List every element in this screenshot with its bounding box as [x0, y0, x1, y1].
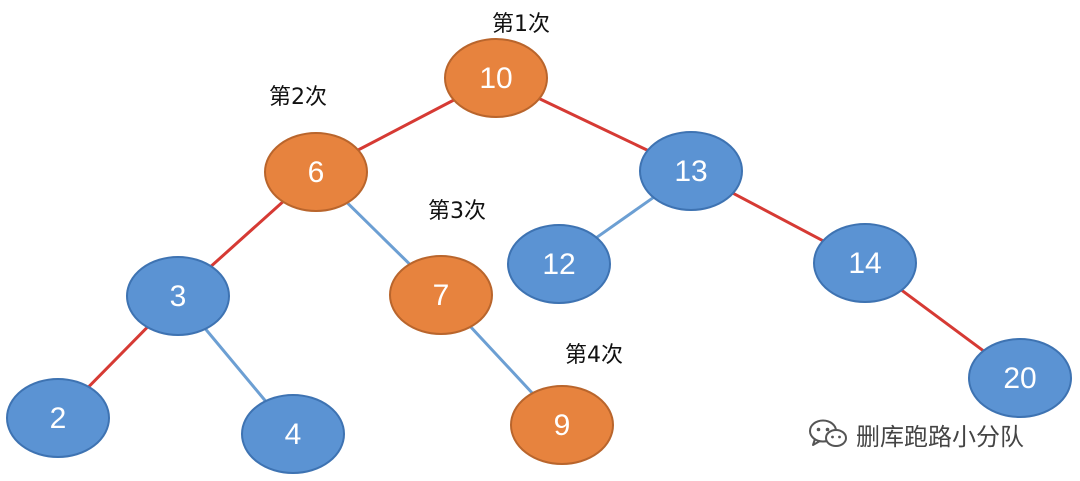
wechat-icon [809, 419, 847, 447]
node-label: 14 [848, 247, 881, 280]
edge-n6-n7 [345, 201, 412, 266]
node-circle [389, 255, 493, 335]
edge-n10-n6 [356, 98, 456, 152]
node-label: 12 [542, 248, 575, 281]
tree-node-7: 7 [389, 255, 493, 335]
node-circle [6, 378, 110, 458]
node-circle [639, 131, 743, 211]
edge-n14-n20 [900, 288, 985, 353]
node-circle [510, 385, 614, 465]
node-label: 4 [285, 418, 302, 451]
edges-layer [87, 97, 985, 403]
node-label: 13 [674, 155, 707, 188]
node-label: 20 [1003, 362, 1036, 395]
node-label: 10 [479, 62, 512, 95]
node-label: 3 [170, 280, 187, 313]
edge-n3-n4 [203, 327, 268, 403]
edge-n10-n13 [537, 97, 650, 152]
node-circle [444, 38, 548, 118]
watermark: 删库跑路小分队 [808, 418, 1024, 451]
tree-node-2: 2 [6, 378, 110, 458]
edge-n6-n3 [209, 200, 285, 268]
node-circle [507, 224, 611, 304]
edge-n13-n14 [731, 191, 825, 243]
node-circle [264, 132, 368, 212]
nodes-layer: 10 6 13 3 7 12 14 2 4 9 20 [6, 38, 1072, 474]
step-label-4: 第4次 [565, 343, 623, 368]
tree-node-14: 14 [813, 223, 917, 303]
watermark-text: 删库跑路小分队 [856, 422, 1024, 451]
tree-node-20: 20 [968, 338, 1072, 418]
node-label: 7 [433, 279, 450, 312]
node-circle [813, 223, 917, 303]
node-label: 6 [308, 156, 325, 189]
node-circle [241, 394, 345, 474]
node-circle [968, 338, 1072, 418]
step-label-3: 第3次 [428, 199, 486, 224]
tree-node-12: 12 [507, 224, 611, 304]
edge-n3-n2 [87, 325, 149, 389]
step-label-1: 第1次 [492, 12, 550, 37]
tree-node-9: 9 [510, 385, 614, 465]
tree-node-4: 4 [241, 394, 345, 474]
tree-node-10: 10 [444, 38, 548, 118]
edge-n13-n12 [595, 195, 655, 240]
node-label: 9 [554, 409, 571, 442]
step-label-2: 第2次 [269, 85, 327, 110]
edge-n7-n9 [469, 325, 534, 395]
node-circle [126, 256, 230, 336]
tree-node-13: 13 [639, 131, 743, 211]
tree-node-6: 6 [264, 132, 368, 212]
node-label: 2 [50, 402, 67, 435]
tree-node-3: 3 [126, 256, 230, 336]
